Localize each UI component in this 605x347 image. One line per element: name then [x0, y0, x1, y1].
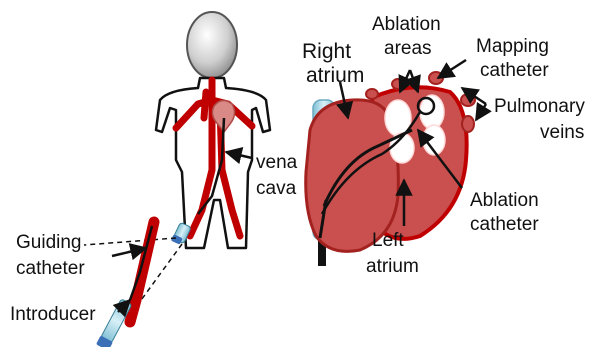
label-guiding-catheter-2: catheter	[16, 258, 85, 279]
arrow-pulmonary-veins-2	[476, 104, 486, 120]
label-pulmonary-veins-1: Pulmonary	[494, 96, 585, 117]
label-ablation-areas-2: areas	[384, 38, 432, 59]
label-right-atrium-1: Right	[302, 40, 351, 63]
label-vena-cava-1: vena	[256, 152, 298, 173]
label-introducer: Introducer	[10, 304, 96, 325]
label-right-atrium-2: atrium	[306, 64, 364, 87]
label-ablation-areas-1: Ablation	[372, 14, 441, 35]
label-left-atrium-1: Left	[372, 230, 404, 251]
label-ablation-catheter-2: catheter	[470, 214, 539, 235]
human-body-figure	[156, 12, 270, 248]
label-mapping-catheter-1: Mapping	[476, 36, 549, 57]
label-mapping-catheter-2: catheter	[480, 60, 549, 81]
label-guiding-catheter-1: Guiding	[16, 232, 82, 253]
label-left-atrium-2: atrium	[366, 256, 419, 277]
label-ablation-catheter-1: Ablation	[470, 190, 539, 211]
arrow-mapping-catheter	[438, 60, 466, 78]
guiding-catheter-detail	[96, 222, 154, 347]
head	[187, 12, 237, 78]
label-pulmonary-veins-2: veins	[540, 122, 584, 143]
text-labels: Right atrium Ablation areas Mapping cath…	[10, 14, 585, 325]
label-vena-cava-2: cava	[256, 178, 297, 199]
